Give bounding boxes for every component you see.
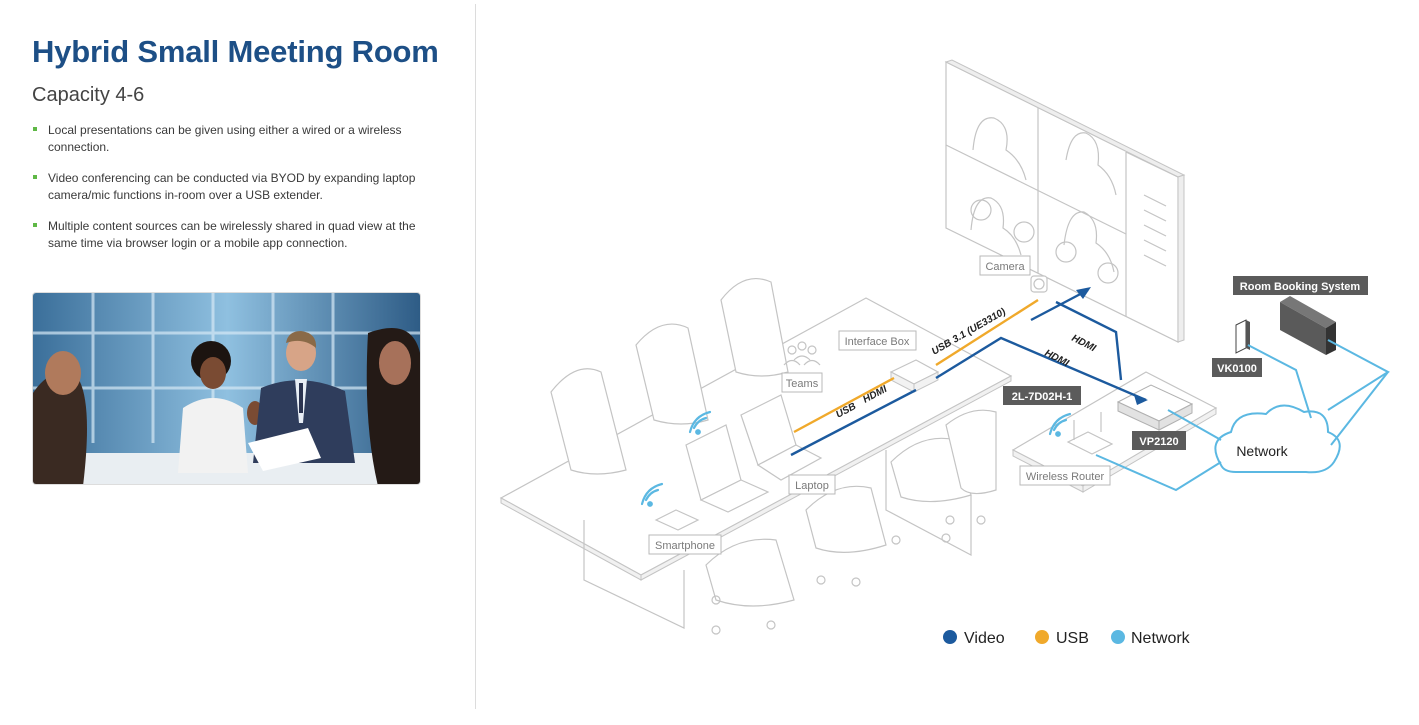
- page-title: Hybrid Small Meeting Room: [32, 34, 439, 69]
- room-diagram-svg: Camera: [499, 59, 1390, 647]
- camera-icon: [1030, 275, 1048, 293]
- bullet-square-icon: [33, 127, 37, 131]
- wireless-router-label: Wireless Router: [1026, 471, 1105, 483]
- room-booking-display-icon: [1280, 296, 1336, 355]
- network-cloud-icon: [1214, 404, 1341, 474]
- vp2120-tag-box: [1132, 431, 1186, 450]
- room-booking-tag-box: [1233, 276, 1368, 295]
- legend-usb-dot: [1035, 630, 1049, 644]
- smartphone-label: Smartphone: [655, 540, 715, 552]
- vk0100-panel-icon: [1235, 319, 1250, 354]
- extender-tag: 2L-7D02H-1: [1012, 391, 1073, 403]
- chairs-icon: [550, 278, 997, 635]
- list-item: Multiple content sources can be wireless…: [33, 218, 443, 251]
- feature-list: Local presentations can be given using e…: [33, 122, 443, 266]
- network-cables: [1095, 339, 1390, 492]
- legend: Video USB Network: [943, 630, 1191, 647]
- teams-label-box: [781, 372, 823, 393]
- teams-label: Teams: [786, 378, 819, 390]
- smartphone-label-box: [648, 534, 722, 555]
- room-diagram: Camera: [476, 0, 1419, 725]
- laptop-label-box: [788, 474, 836, 495]
- video-cables: [790, 288, 1147, 457]
- legend-network-label: Network: [1131, 630, 1191, 647]
- usb31-cable-label: USB 3.1 (UE3310): [930, 306, 1008, 358]
- usb-cables: [793, 298, 1039, 434]
- extender-tag-box: [1003, 386, 1081, 405]
- hdmi-top-cable-label: HDMI: [1070, 333, 1098, 355]
- interface-box-label-box: [838, 330, 917, 351]
- laptop-label: Laptop: [795, 480, 829, 492]
- meeting-photo-illustration: [33, 293, 420, 484]
- legend-network-dot: [1111, 630, 1125, 644]
- interface-box-icon: [889, 359, 940, 393]
- wifi-icon: [640, 410, 1072, 507]
- wireless-router-label-box: [1019, 465, 1111, 486]
- room-booking-tag: Room Booking System: [1240, 281, 1361, 293]
- vp2120-tag: VP2120: [1139, 436, 1178, 448]
- legend-video-label: Video: [964, 630, 1005, 647]
- laptop-icon: [685, 394, 823, 513]
- meeting-photo: [32, 292, 421, 485]
- bullet-square-icon: [33, 223, 37, 227]
- network-label: Network: [1236, 443, 1288, 459]
- teams-icon: [783, 341, 821, 366]
- list-item: Local presentations can be given using e…: [33, 122, 443, 155]
- legend-video-dot: [943, 630, 957, 644]
- list-item: Video conferencing can be conducted via …: [33, 170, 443, 203]
- smartphone-icon: [654, 509, 700, 531]
- vk0100-tag-box: [1212, 358, 1262, 377]
- capacity-subtitle: Capacity 4-6: [32, 84, 145, 106]
- bullet-square-icon: [33, 175, 37, 179]
- hdmi-mid-cable-label: HDMI: [1043, 348, 1071, 370]
- display-wall-icon: [944, 59, 1186, 343]
- camera-label: Camera: [985, 261, 1025, 273]
- description-panel: Hybrid Small Meeting Room Capacity 4-6 L…: [0, 4, 476, 709]
- video-arrowheads: [1076, 287, 1148, 405]
- legend-usb-label: USB: [1056, 630, 1089, 647]
- camera-label-box: [979, 255, 1031, 276]
- vk0100-tag: VK0100: [1217, 363, 1257, 375]
- interface-box-label: Interface Box: [845, 336, 910, 348]
